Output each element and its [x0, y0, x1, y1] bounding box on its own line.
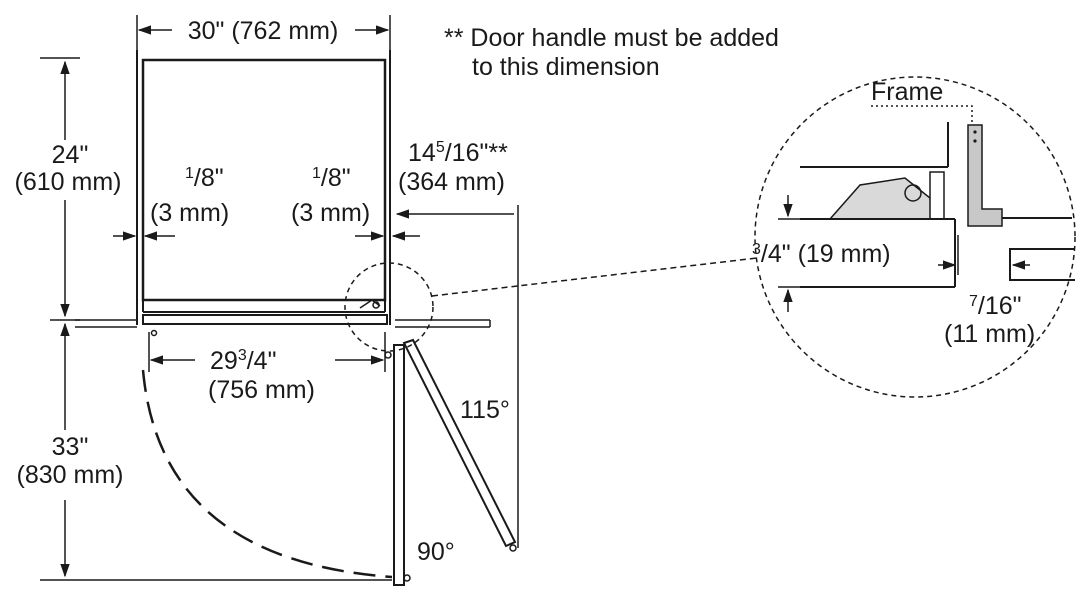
gap-left-den: /8" [194, 164, 224, 192]
inner-width-mm: (756 mm) [208, 376, 315, 404]
width-total-label: 30" (762 mm) [188, 17, 339, 45]
depth-mm-label: (610 mm) [15, 168, 122, 196]
gap-right-mm: (3 mm) [291, 199, 370, 227]
hinge-rest: /4" (19 mm) [761, 240, 891, 268]
gap-right-dimension: 1/8" (3 mm) [291, 164, 420, 241]
clearance-inch-label: 33" [52, 433, 89, 461]
hinge-num: 3 [752, 241, 761, 258]
depth-inch-label: 24" [52, 141, 89, 169]
angle-open-label: 115° [460, 396, 510, 424]
door-depth-mm: (364 mm) [398, 168, 505, 196]
gap-left-mm: (3 mm) [150, 199, 229, 227]
clearance-mm-label: (830 mm) [17, 461, 124, 489]
gap-right-num: 1 [312, 165, 321, 182]
door-depth-whole: 14 [408, 139, 436, 167]
door-swing: 115° 90° [141, 338, 517, 586]
note-line-1: ** Door handle must be added [444, 24, 779, 52]
detail-callout [344, 76, 1076, 398]
clearance-dimension: 33" (830 mm) [17, 322, 392, 581]
svg-text:1/8": 1/8" [185, 164, 224, 192]
detail-drawing: Frame 3/4" (19 mm) 7/16" (11 mm) [752, 78, 1075, 348]
svg-text:1/8": 1/8" [312, 164, 351, 192]
depth-dimension: 24" (610 mm) [15, 57, 122, 321]
svg-text:7/16": 7/16" [969, 292, 1022, 320]
angle-right-label: 90° [417, 538, 455, 566]
svg-text:3/4" (19 mm): 3/4" (19 mm) [752, 240, 891, 268]
svg-text:145/16"**: 145/16"** [408, 139, 508, 167]
inner-width-dimension: 293/4" (756 mm) [148, 332, 386, 404]
width-dimension: 30" (762 mm) [136, 15, 391, 50]
offset-mm: (11 mm) [944, 320, 1035, 348]
door-depth-num: 5 [436, 139, 445, 156]
note-line-2: to this dimension [472, 53, 660, 81]
offset-num: 7 [969, 293, 978, 310]
gap-right-den: /8" [321, 164, 351, 192]
inner-width-den: /4" [247, 347, 277, 375]
door-depth-dimension: 145/16"** (364 mm) [395, 139, 519, 548]
inner-width-whole: 29 [210, 347, 238, 375]
gap-left-num: 1 [185, 165, 194, 182]
frame-label: Frame [871, 78, 943, 106]
door-handle-note: ** Door handle must be added to this dim… [444, 24, 779, 81]
door-depth-den: /16"** [445, 139, 508, 167]
cabinet-body [75, 50, 491, 337]
svg-text:293/4": 293/4" [210, 347, 276, 375]
gap-left-dimension: 1/8" (3 mm) [113, 164, 229, 241]
offset-den: /16" [978, 292, 1022, 320]
inner-width-num: 3 [238, 347, 247, 364]
